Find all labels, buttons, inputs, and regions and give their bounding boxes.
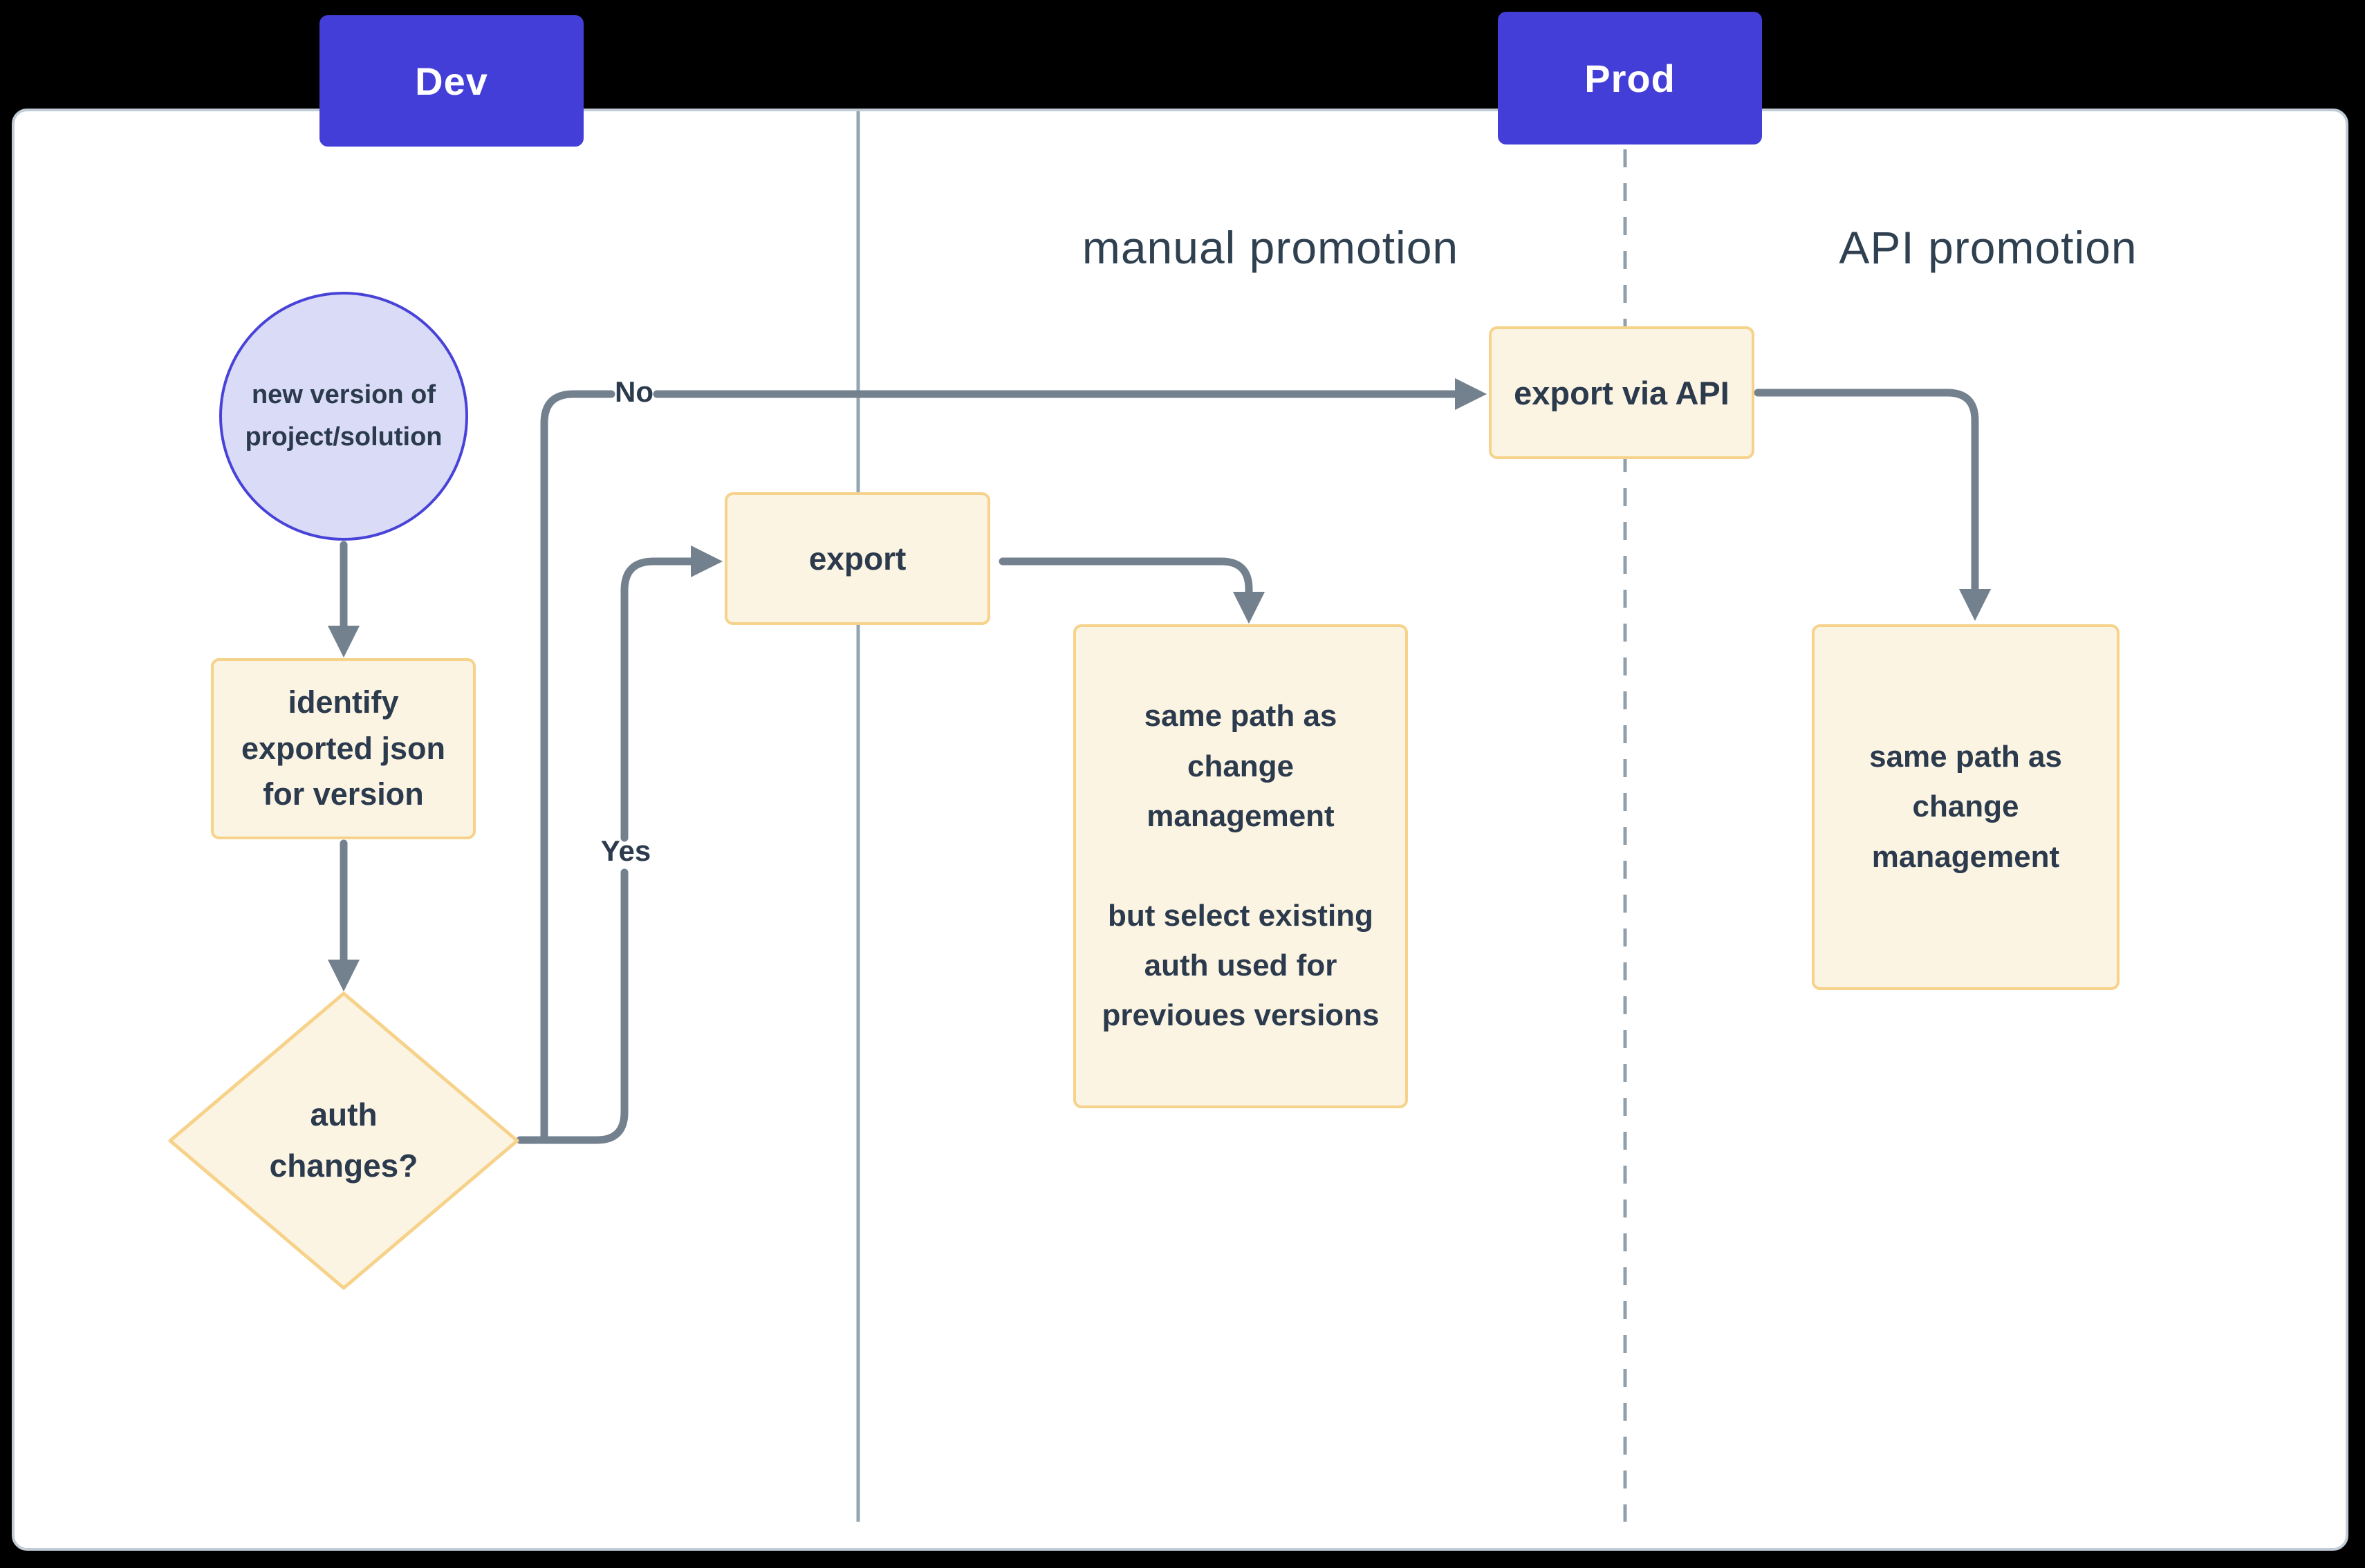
node-auth-changes-text: auth changes?	[228, 1065, 459, 1217]
node-new-version-circle: new version of project/solution	[219, 292, 468, 541]
section-label-api-promotion: API promotion	[1839, 222, 2137, 273]
lane-header-dev-label: Dev	[415, 59, 488, 103]
node-export-via-api: export via API	[1489, 326, 1754, 459]
node-identify-exported-json: identify exported json for version	[211, 658, 476, 839]
node-export: export	[725, 492, 990, 625]
lane-header-prod-label: Prod	[1584, 56, 1676, 100]
node-same-path-api: same path as change management	[1812, 624, 2120, 990]
node-auth-changes-label: auth changes?	[269, 1096, 418, 1184]
edge-export-via-api-to-same-path	[1754, 389, 1992, 622]
node-identify-label: identify exported json for version	[241, 684, 446, 812]
lane-header-dev: Dev	[319, 15, 584, 147]
edge-no-vertical	[540, 390, 615, 1144]
lane-header-prod: Prod	[1498, 12, 1762, 144]
node-new-version-label: new version of project/solution	[245, 380, 443, 451]
node-same-path-manual: same path as change management but selec…	[1073, 624, 1408, 1108]
node-export-via-api-label: export via API	[1514, 374, 1729, 411]
node-export-label: export	[808, 541, 907, 577]
edge-yes-upper-to-export	[620, 545, 723, 842]
edge-label-no: No	[615, 375, 653, 408]
node-same-path-manual-label: same path as change management but selec…	[1102, 699, 1380, 1033]
auth-changes-diamond	[168, 991, 519, 1290]
node-same-path-api-label: same path as change management	[1869, 740, 2062, 874]
edge-label-yes: Yes	[600, 834, 651, 867]
edge-diamond-stub-and-yes-lower	[516, 868, 629, 1144]
section-label-manual-promotion: manual promotion	[1082, 222, 1459, 273]
edge-export-to-same-path	[999, 557, 1265, 624]
